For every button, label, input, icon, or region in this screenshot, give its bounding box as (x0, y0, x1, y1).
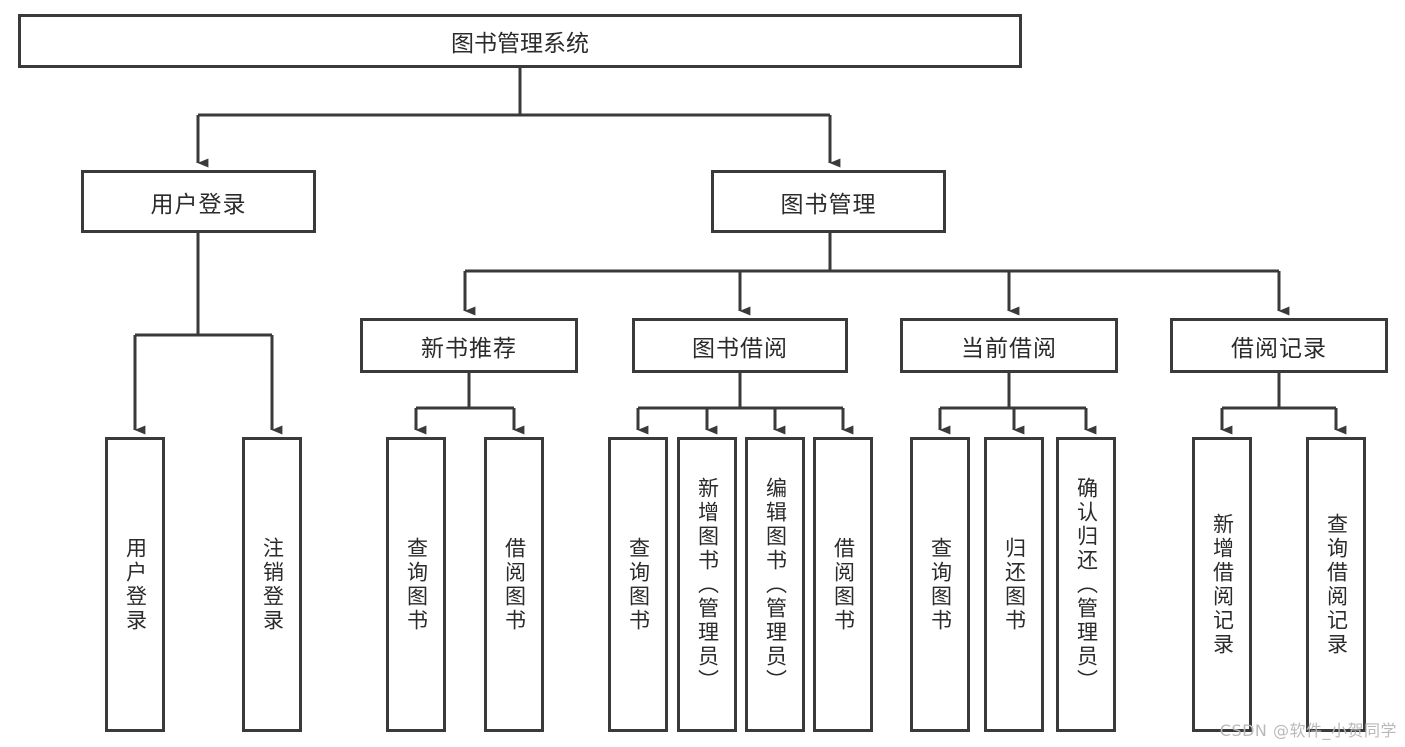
leaf-node-borrow-book-1-label: 借阅图书 (502, 536, 527, 633)
leaf-node-add-record-label: 新增借阅记录 (1210, 512, 1235, 657)
leaf-node-query-book-2[interactable]: 查询图书 (608, 437, 668, 732)
leaf-node-query-book-2-label: 查询图书 (626, 536, 651, 633)
node-root-label: 图书管理系统 (451, 31, 589, 57)
leaf-node-query-book-1[interactable]: 查询图书 (386, 437, 446, 732)
leaf-node-return-book-label: 归还图书 (1002, 536, 1027, 633)
leaf-node-query-record-label: 查询借阅记录 (1324, 512, 1349, 657)
leaf-node-user-login[interactable]: 用户登录 (105, 437, 165, 732)
node-book-borrow-label: 图书借阅 (692, 335, 788, 362)
node-root-system[interactable]: 图书管理系统 (18, 14, 1022, 68)
node-user-login-label: 用户登录 (150, 191, 247, 218)
leaf-node-borrow-book-2-label: 借阅图书 (831, 536, 856, 633)
node-current-borrow[interactable]: 当前借阅 (900, 318, 1118, 373)
node-current-borrow-label: 当前借阅 (961, 335, 1057, 362)
leaf-node-confirm-return[interactable]: 确认归还（管理员） (1056, 437, 1116, 732)
leaf-node-query-book-1-label: 查询图书 (404, 536, 429, 633)
node-new-book-recommend[interactable]: 新书推荐 (360, 318, 578, 373)
leaf-node-add-record[interactable]: 新增借阅记录 (1192, 437, 1252, 732)
node-book-manage[interactable]: 图书管理 (711, 170, 946, 233)
node-book-manage-label: 图书管理 (780, 191, 877, 218)
leaf-node-add-book[interactable]: 新增图书（管理员） (677, 437, 737, 732)
leaf-node-borrow-book-1[interactable]: 借阅图书 (484, 437, 544, 732)
leaf-node-edit-book[interactable]: 编辑图书（管理员） (745, 437, 805, 732)
leaf-node-confirm-return-label: 确认归还（管理员） (1074, 476, 1099, 693)
leaf-node-return-book[interactable]: 归还图书 (984, 437, 1044, 732)
leaf-node-query-book-3-label: 查询图书 (928, 536, 953, 633)
leaf-node-user-login-label: 用户登录 (123, 536, 148, 633)
leaf-node-query-record[interactable]: 查询借阅记录 (1306, 437, 1366, 732)
node-user-login[interactable]: 用户登录 (81, 170, 316, 233)
leaf-node-add-book-label: 新增图书（管理员） (695, 476, 720, 693)
node-new-book-recommend-label: 新书推荐 (421, 335, 517, 362)
leaf-node-logout[interactable]: 注销登录 (242, 437, 302, 732)
leaf-node-borrow-book-2[interactable]: 借阅图书 (813, 437, 873, 732)
node-borrow-record[interactable]: 借阅记录 (1170, 318, 1388, 373)
leaf-node-query-book-3[interactable]: 查询图书 (910, 437, 970, 732)
node-borrow-record-label: 借阅记录 (1231, 335, 1327, 362)
leaf-node-edit-book-label: 编辑图书（管理员） (763, 476, 788, 693)
node-book-borrow[interactable]: 图书借阅 (632, 318, 848, 373)
leaf-node-logout-label: 注销登录 (260, 536, 285, 633)
